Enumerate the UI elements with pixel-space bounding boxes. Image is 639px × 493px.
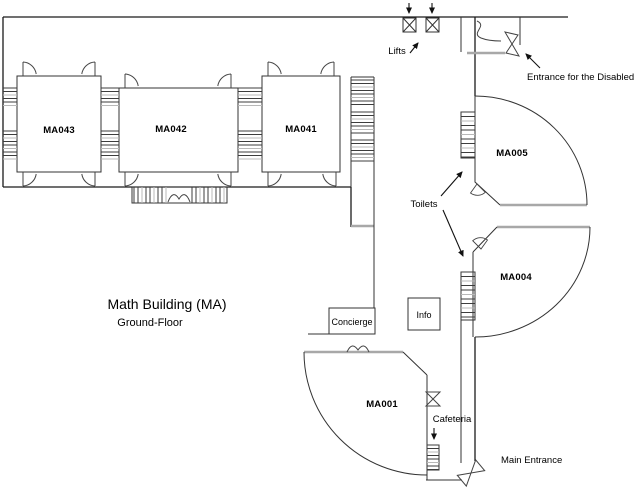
room-label-ma042: MA042 xyxy=(155,124,187,135)
room-label-ma004: MA004 xyxy=(500,272,532,283)
cafeteria-label: Cafeteria xyxy=(433,414,472,425)
lift-icon xyxy=(402,17,417,33)
room-ma041: MA041 xyxy=(261,75,341,173)
room-ma043: MA043 xyxy=(16,75,102,173)
concierge-label: Concierge xyxy=(331,317,372,327)
annotations: Lifts Entrance for the Disabled Toilets … xyxy=(388,42,634,466)
page-title: Math Building (MA) xyxy=(107,296,226,312)
stairs-hatch xyxy=(3,79,374,162)
info-label: Info xyxy=(416,310,431,320)
ramp-icon xyxy=(476,20,502,42)
room-label-ma005: MA005 xyxy=(496,148,528,159)
toilets-arrow-up-icon xyxy=(440,171,463,197)
main-entrance-label: Main Entrance xyxy=(501,455,562,466)
cafeteria-access xyxy=(424,391,442,471)
titles: Math Building (MA) Ground-Floor xyxy=(107,296,226,329)
toilets-label: Toilets xyxy=(411,199,438,210)
lifts-arrow-icon xyxy=(409,42,419,54)
room-label-ma041: MA041 xyxy=(285,124,317,135)
concierge-box: Concierge xyxy=(328,307,376,335)
lifts-label: Lifts xyxy=(388,46,406,57)
entrance-disabled-label: Entrance for the Disabled xyxy=(527,72,634,83)
lift-icon xyxy=(425,17,440,33)
south-stairs xyxy=(131,186,228,204)
page-subtitle: Ground-Floor xyxy=(117,317,183,329)
lifts xyxy=(402,3,440,33)
disabled-entrance-door-icon xyxy=(503,31,521,57)
corridor-stairs-north xyxy=(460,111,476,159)
double-door-icon xyxy=(167,194,191,203)
info-box: Info xyxy=(407,297,441,331)
room-label-ma001: MA001 xyxy=(366,399,398,410)
cafeteria-door-icon xyxy=(424,391,442,407)
entrance-disabled-arrow-icon xyxy=(525,53,541,69)
corridor-stairs-south xyxy=(460,271,476,321)
disabled-entrance-vestibule xyxy=(467,17,521,57)
room-label-ma043: MA043 xyxy=(43,125,75,136)
room-ma004: MA004 xyxy=(472,225,591,338)
room-ma042: MA042 xyxy=(118,87,239,173)
toilets-arrow-down-icon xyxy=(442,209,464,257)
double-door-icon xyxy=(346,345,370,353)
